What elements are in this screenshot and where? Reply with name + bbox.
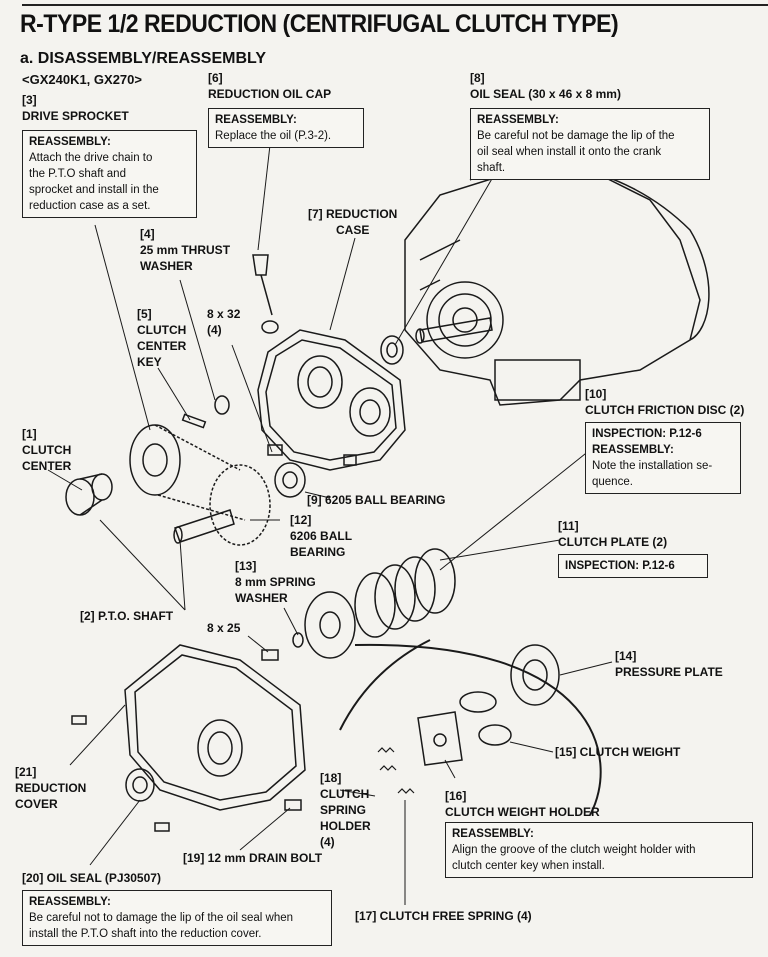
oil-seal-20-drawing: [125, 768, 155, 802]
pressure-plate-drawing: [510, 644, 560, 706]
thrust-washer-drawing: [214, 395, 230, 415]
label-clutch-friction-disc: [10]CLUTCH FRICTION DISC (2): [585, 387, 745, 417]
label-ball-bearing-6205: [9] 6205 BALL BEARING: [307, 493, 446, 507]
oil-cap-drawing: [252, 254, 279, 334]
pto-shaft-drawing: [173, 509, 235, 544]
label-drain-bolt: [19] 12 mm DRAIN BOLT: [183, 851, 323, 865]
clutch-weight-drawing: [417, 691, 512, 766]
reduction-cover-drawing: [124, 644, 306, 811]
spring-washer-drawing: [292, 632, 304, 648]
label-reduction-oil-cap: [6]REDUCTION OIL CAP: [208, 71, 332, 101]
note-oil-seal-8-reassembly: REASSEMBLY: Be careful not be damage the…: [470, 108, 710, 180]
label-clutch-weight: [15] CLUTCH WEIGHT: [555, 745, 681, 759]
label-bolt-8x32: 8 x 32(4): [207, 307, 241, 337]
clutch-springs-drawing: [377, 747, 415, 794]
page-title: R-TYPE 1/2 REDUCTION (CENTRIFUGAL CLUTCH…: [20, 10, 619, 38]
label-clutch-weight-holder: [16]CLUTCH WEIGHT HOLDER: [445, 789, 600, 819]
engine-block-drawing: [404, 163, 710, 406]
label-pto-shaft: [2] P.T.O. SHAFT: [80, 609, 174, 623]
label-oil-seal-20: [20] OIL SEAL (PJ30507): [22, 871, 161, 885]
note-clutch-plate: INSPECTION: P.12-6: [558, 554, 708, 578]
label-oil-seal-8: [8]OIL SEAL (30 x 46 x 8 mm): [470, 71, 621, 101]
note-oil-cap-reassembly: REASSEMBLY: Replace the oil (P.3-2).: [208, 108, 364, 148]
bolt-8x25-drawing: [261, 649, 279, 661]
clutch-center-drawing: [65, 473, 113, 516]
clutch-discs-drawing: [354, 548, 456, 638]
label-clutch-free-spring: [17] CLUTCH FREE SPRING (4): [355, 909, 532, 923]
leader-lines: [47, 144, 613, 905]
reduction-case-drawing: [257, 329, 406, 471]
label-pressure-plate: [14]PRESSURE PLATE: [615, 649, 723, 679]
note-drive-sprocket-reassembly: REASSEMBLY: Attach the drive chain to th…: [22, 130, 197, 218]
clutch-key-drawing: [181, 413, 207, 429]
section-heading: a. DISASSEMBLY/REASSEMBLY: [20, 50, 266, 67]
label-drive-sprocket: [3]DRIVE SPROCKET: [22, 93, 129, 123]
clutch-assembly-drawing: [304, 591, 356, 659]
note-friction-disc: INSPECTION: P.12-6 REASSEMBLY: Note the …: [585, 422, 741, 494]
label-bolt-8x25: 8 x 25: [207, 621, 241, 635]
ball-bearing-9-drawing: [274, 462, 306, 498]
drain-bolt-drawing: [284, 799, 302, 811]
model-list: <GX240K1, GX270>: [22, 72, 142, 87]
crankshaft-drawing: [415, 317, 493, 344]
note-weight-holder-reassembly: REASSEMBLY: Align the groove of the clut…: [445, 822, 753, 878]
cover-bolt-drawing: [71, 715, 87, 725]
top-rule: [22, 4, 768, 6]
drive-sprocket-drawing: [129, 424, 271, 546]
oil-seal-8-drawing: [380, 335, 404, 365]
label-clutch-plate: [11]CLUTCH PLATE (2): [558, 519, 668, 549]
note-oil-seal-20-reassembly: REASSEMBLY: Be careful not to damage the…: [22, 890, 332, 946]
